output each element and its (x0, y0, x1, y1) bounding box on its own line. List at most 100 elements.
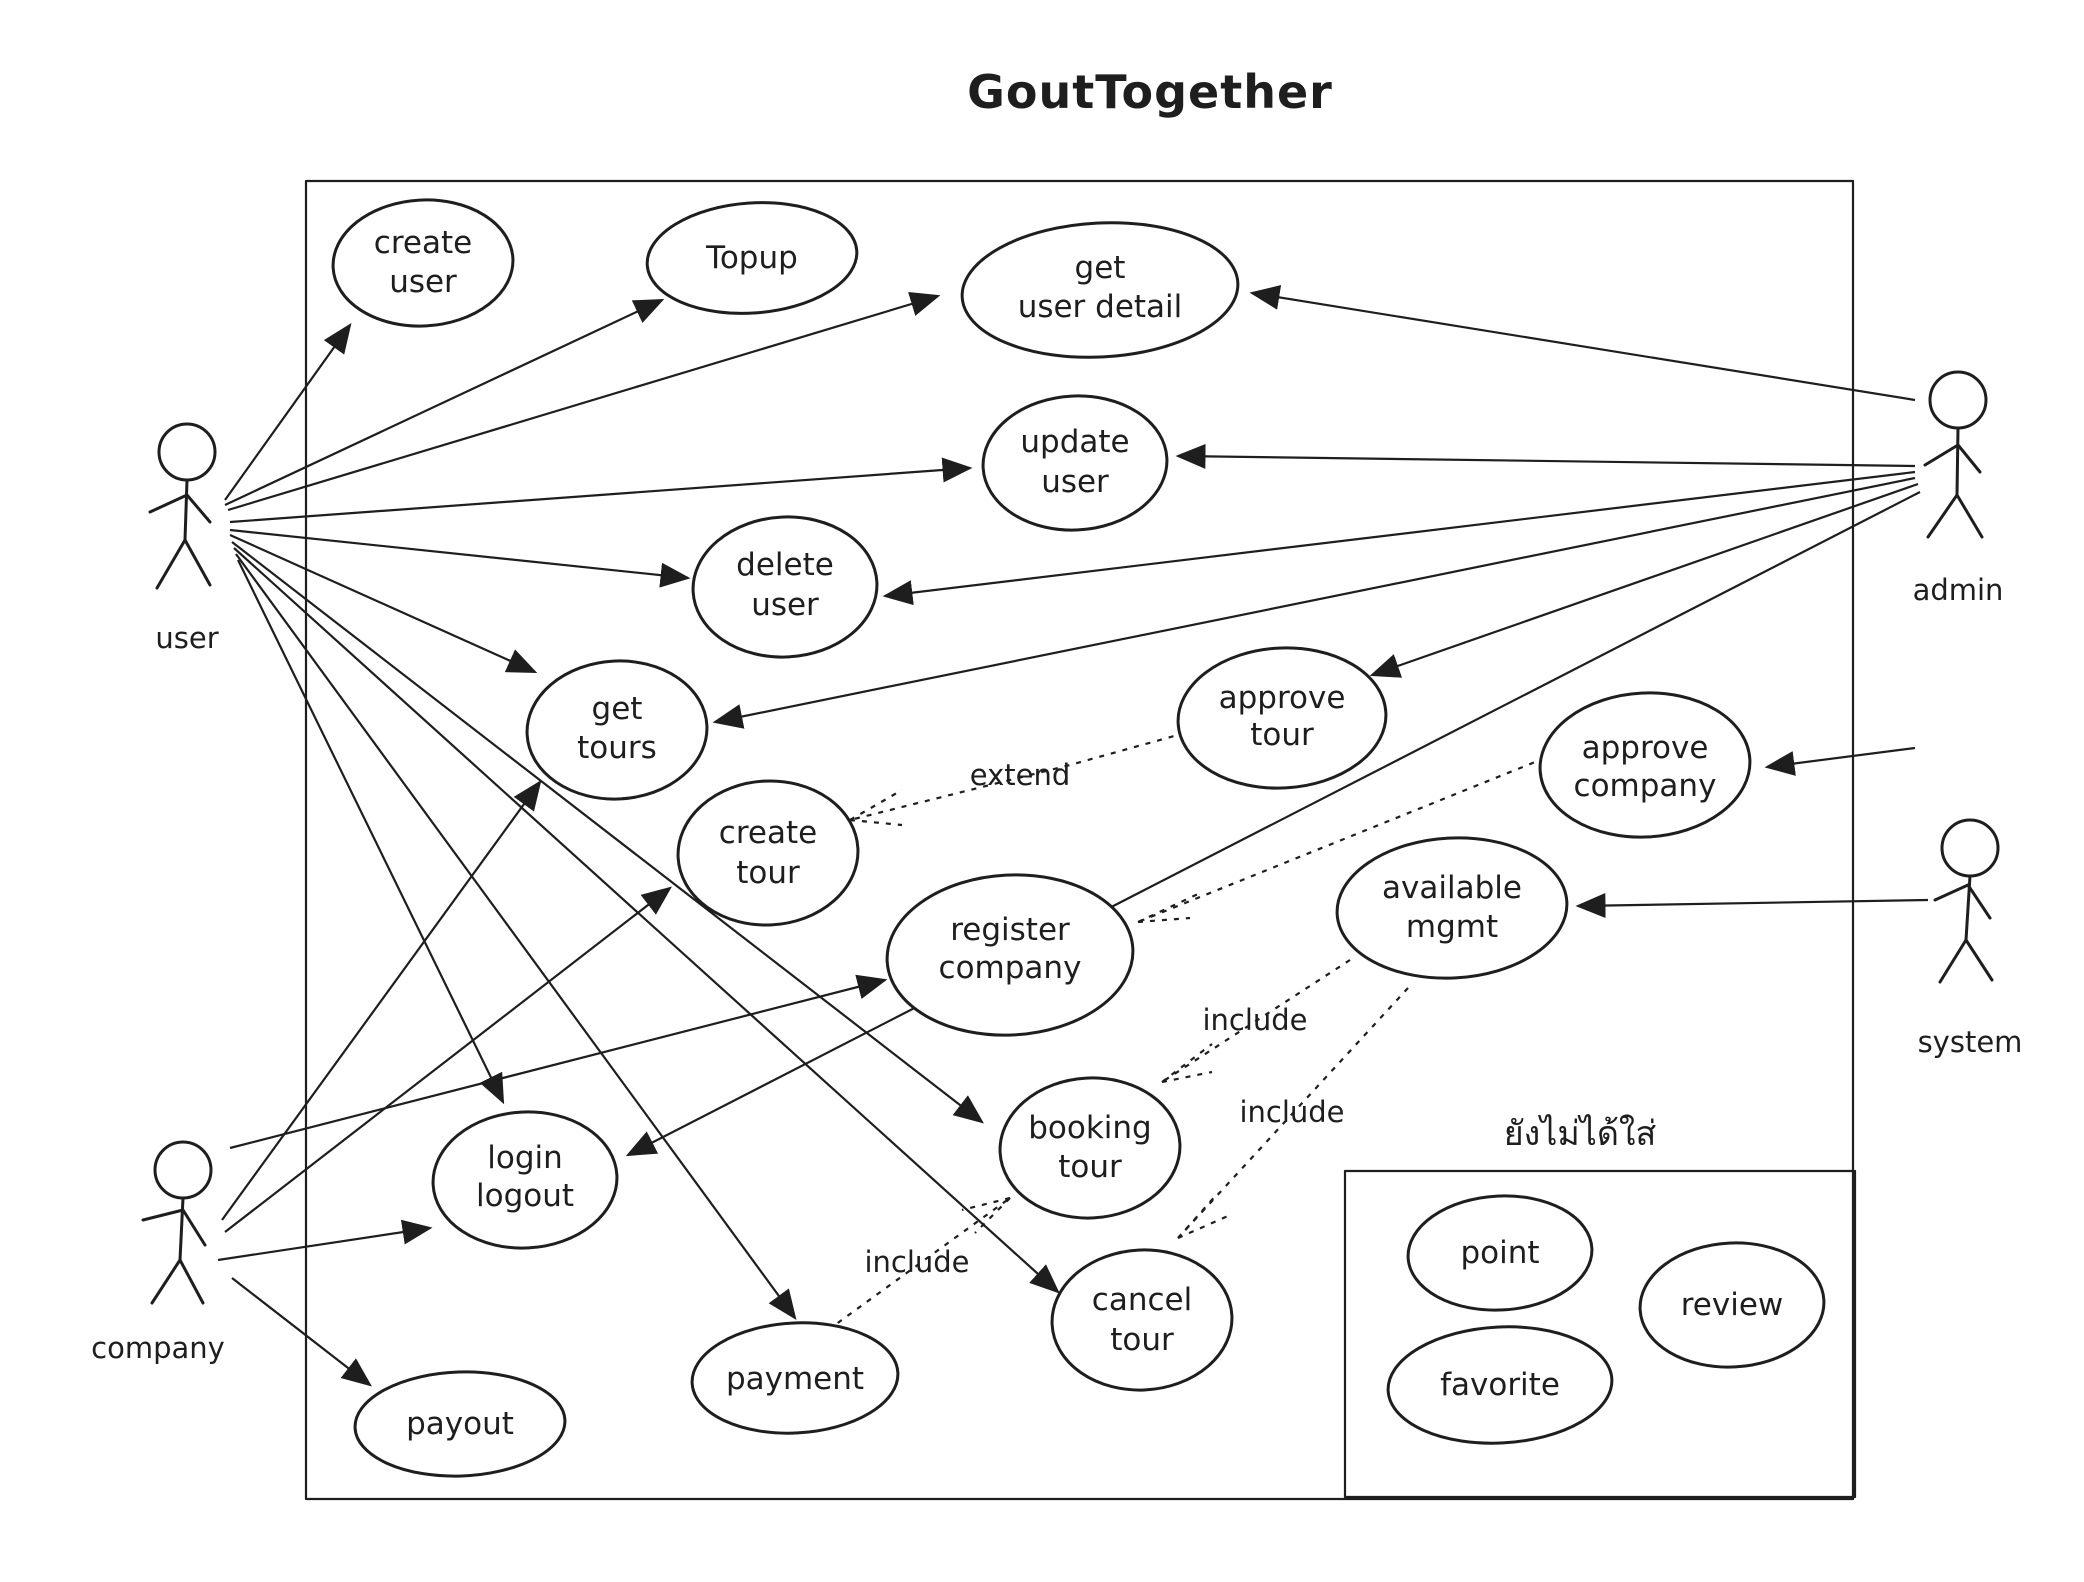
use-case-line: tour (1250, 717, 1314, 753)
stick-figure-icon (1933, 818, 2000, 984)
use-case-create-tour: create tour (676, 779, 860, 927)
use-case-line: tour (1058, 1149, 1122, 1185)
use-case-shape (353, 1370, 567, 1478)
use-case-shape (1176, 646, 1388, 790)
use-case-create-user: create user (331, 198, 515, 328)
use-case-payment: payment (690, 1321, 900, 1435)
use-case-login-logout: login logout (431, 1110, 619, 1250)
assoc-admin-update-user (1175, 443, 1916, 469)
use-case-line: user (751, 587, 819, 623)
assoc-user-cancel-tour (233, 547, 1060, 1294)
include-cancel-available (1177, 987, 1409, 1239)
use-case-shape (981, 394, 1169, 532)
use-case-shape (1638, 1241, 1826, 1369)
use-case-shape (525, 659, 709, 801)
assoc-system-available-mgmt (1575, 893, 1929, 919)
stick-figure-icon (141, 1140, 213, 1305)
use-case-line: review (1681, 1287, 1784, 1323)
assoc-admin-approve-company (1764, 746, 1916, 776)
use-case-shape (885, 873, 1135, 1037)
use-case-line: tour (1110, 1322, 1174, 1358)
actor-label: company (91, 1331, 225, 1365)
use-case-shape (431, 1110, 619, 1250)
associations (217, 285, 1929, 1387)
use-case-line: booking (1028, 1110, 1152, 1146)
use-case-approve-tour: approve tour (1176, 646, 1388, 790)
include-payment-booking (827, 1197, 1011, 1331)
assoc-company-create-tour (224, 886, 672, 1233)
use-case-shape (676, 779, 860, 927)
diagram-title: GoutTogether (967, 65, 1333, 119)
use-case-line: get (1075, 250, 1126, 286)
use-case-payout: payout (353, 1370, 567, 1478)
include-booking-arrowhead (1161, 1043, 1213, 1084)
assoc-company-payout (231, 1277, 372, 1387)
use-case-line: payment (726, 1361, 864, 1397)
actor-company: company (91, 1140, 225, 1365)
use-case-line: login (487, 1140, 563, 1176)
use-case-topup: Topup (645, 201, 859, 315)
use-case-review: review (1638, 1241, 1826, 1369)
use-case-line: approve (1219, 680, 1346, 716)
actor-user: user (148, 422, 219, 655)
use-case-line: user (389, 264, 457, 300)
use-case-line: company (939, 950, 1082, 986)
assoc-user-login-logout (237, 559, 505, 1105)
use-case-shape (645, 201, 859, 315)
use-case-shape (691, 515, 879, 659)
use-case-shape (960, 221, 1240, 359)
use-case-favorite: favorite (1386, 1325, 1614, 1445)
assoc-user-update-user (229, 457, 973, 524)
use-case-line: register (950, 912, 1070, 948)
stick-figure-icon (1923, 370, 1988, 539)
use-case-line: favorite (1440, 1367, 1560, 1403)
use-case-line: create (719, 815, 817, 851)
use-case-line: create (374, 225, 472, 261)
include-label-payment: include (864, 1245, 969, 1279)
use-case-line: update (1020, 424, 1129, 460)
extend-arrowhead (849, 789, 903, 827)
assoc-admin-delete-user (882, 470, 1916, 606)
not-yet-added-label: ยังไม่ได้ใส่ (1504, 1114, 1657, 1154)
use-case-shape (1538, 691, 1752, 839)
use-case-shape (1050, 1248, 1234, 1392)
actor-admin: admin (1913, 370, 2004, 607)
actor-label: admin (1913, 573, 2004, 607)
actor-system: system (1918, 818, 2022, 1059)
not-yet-added-box (1343, 1169, 1857, 1499)
use-case-line: payout (406, 1406, 514, 1442)
use-case-line: cancel (1092, 1282, 1192, 1318)
use-case-line: get (592, 691, 643, 727)
assoc-admin-login-logout (625, 491, 1921, 1157)
include-cancel-arrowhead (1177, 1192, 1229, 1240)
assoc-admin-get-tours (712, 476, 1916, 729)
assoc-user-get-tours (229, 533, 538, 674)
dependencies (827, 731, 1546, 1331)
actor-label: user (155, 621, 218, 655)
use-case-available-mgmt: available mgmt (1335, 836, 1569, 980)
dep-approve-company-register-company (1137, 756, 1546, 924)
assoc-admin-get-user-detail (1249, 285, 1916, 402)
use-case-line: mgmt (1406, 909, 1498, 945)
use-case-update-user: update user (981, 394, 1169, 532)
use-case-line: tours (577, 730, 657, 766)
use-case-line: logout (476, 1178, 574, 1214)
use-case-shape (331, 198, 515, 328)
include-payment-arrowhead (961, 1196, 1011, 1234)
include-label-booking: include (1202, 1003, 1307, 1037)
use-case-register-company: register company (885, 873, 1135, 1037)
assoc-user-create-user (224, 322, 352, 501)
assoc-company-register-company (229, 974, 888, 1150)
use-case-booking-tour: booking tour (998, 1076, 1182, 1220)
assoc-admin-approve-tour (1369, 482, 1919, 678)
extend-label: extend (970, 758, 1071, 792)
assoc-user-booking-tour (231, 541, 984, 1124)
extend-approve-tour-create-tour (849, 731, 1186, 822)
use-case-shape (998, 1076, 1182, 1220)
stick-figure-icon (148, 422, 217, 590)
use-case-line: point (1460, 1235, 1539, 1271)
use-case-shape (1406, 1194, 1594, 1312)
use-case-cancel-tour: cancel tour (1050, 1248, 1234, 1392)
use-case-get-user-detail: get user detail (960, 221, 1240, 359)
